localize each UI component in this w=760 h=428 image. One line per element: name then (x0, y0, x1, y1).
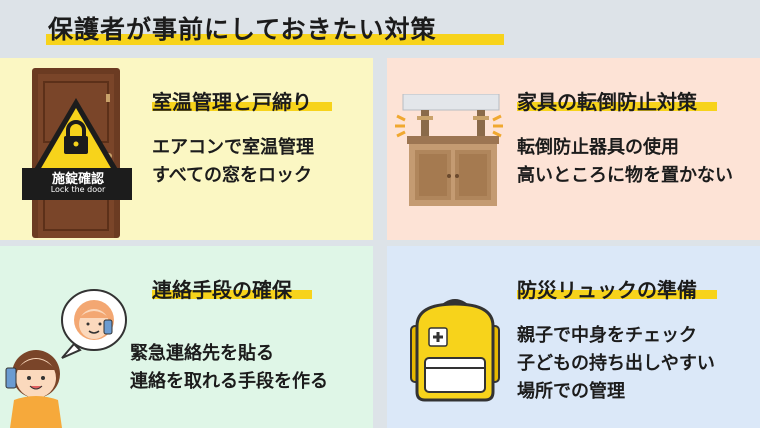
title-highlight (46, 34, 504, 45)
panel-room-temperature-lock: 施錠確認 Lock the door 室温管理と戸締り エアコンで室温管理 すべ… (0, 58, 373, 240)
lock-sign-label: 施錠確認 (51, 172, 104, 187)
panel-title-highlight (152, 102, 332, 111)
door-lock-sign-icon (22, 68, 132, 238)
panel-line: 転倒防止器具の使用 (517, 137, 679, 158)
furniture-brace-icon (395, 94, 503, 206)
panel-line: 高いところに物を置かない (517, 165, 733, 186)
header: 保護者が事前にしておきたい対策 (0, 0, 760, 56)
panel-line: 場所での管理 (517, 381, 625, 402)
panel-line: 親子で中身をチェック (517, 325, 697, 346)
panel-line: 緊急連絡先を貼る (130, 343, 274, 364)
panel-title-highlight (517, 290, 717, 299)
panel-contact-method: 連絡手段の確保 緊急連絡先を貼る 連絡を取れる手段を作る (0, 246, 373, 428)
panel-line: 連絡を取れる手段を作る (130, 371, 328, 392)
panel-emergency-backpack: 防災リュックの準備 親子で中身をチェック 子どもの持ち出しやすい 場所での管理 (387, 246, 760, 428)
panel-line: 子どもの持ち出しやすい (517, 353, 715, 374)
phone-call-people-icon (5, 289, 127, 428)
panel-furniture-tip-prevention: 家具の転倒防止対策 転倒防止器具の使用 高いところに物を置かない (387, 58, 760, 240)
panel-title-highlight (517, 102, 717, 111)
lock-sign-sublabel: Lock the door (50, 185, 106, 194)
panel-line: すべての窓をロック (152, 165, 313, 186)
panel-title: 室温管理と戸締り (152, 90, 312, 114)
panel-title-highlight (152, 290, 312, 299)
panel-title: 防災リュックの準備 (517, 278, 697, 302)
emergency-backpack-icon (410, 299, 500, 402)
panel-line: エアコンで室温管理 (152, 137, 314, 158)
panel-title: 家具の転倒防止対策 (517, 90, 697, 114)
page-title: 保護者が事前にしておきたい対策 (48, 15, 437, 44)
panel-title: 連絡手段の確保 (152, 278, 292, 302)
